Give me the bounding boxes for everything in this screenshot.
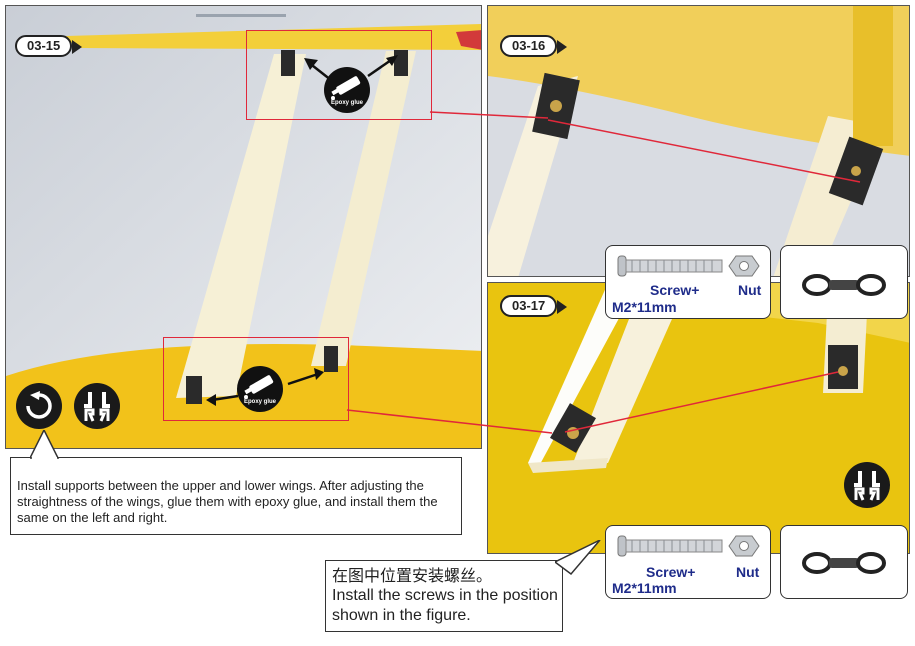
screw-size-label: M2*11mm	[612, 299, 677, 315]
hardware-box-swivel	[780, 525, 908, 599]
step-label-03-17: 03-17	[500, 295, 568, 317]
swivel-connector-icon	[802, 274, 886, 296]
instruction-callout-main: Install supports between the upper and l…	[10, 457, 462, 535]
step-label-03-15: 03-15	[15, 35, 83, 57]
screw-label: Screw+	[650, 282, 700, 298]
rotate-icon	[16, 383, 62, 429]
epoxy-glue-icon: Epoxy glue	[237, 366, 283, 412]
hardware-box-screw-nut: Screw+ Nut M2*11mm	[605, 245, 771, 319]
epoxy-glue-icon: Epoxy glue	[324, 67, 370, 113]
highlight-box-lower-fittings	[163, 337, 349, 421]
hardware-box-screw-nut: Screw+ Nut M2*11mm	[605, 525, 771, 599]
left-right-mirror-icon	[74, 383, 120, 429]
strut-closeup-photo	[488, 6, 909, 276]
highlight-box-upper-fittings	[246, 30, 432, 120]
glue-label-bottom: Epoxy glue	[243, 399, 276, 405]
step-label-03-16: 03-16	[500, 35, 568, 57]
instruction-callout-screws: 在图中位置安装螺丝。 Install the screws in the pos…	[325, 560, 563, 632]
screw-icon	[617, 255, 760, 277]
glue-tube-icon	[331, 76, 361, 100]
swivel-connector-icon	[802, 552, 886, 574]
instruction-text-en: Install the screws in the position shown…	[332, 587, 558, 624]
screw-size-label: M2*11mm	[612, 580, 677, 596]
screw-label: Screw+	[646, 564, 696, 580]
glue-label-top: Epoxy glue	[330, 100, 363, 106]
glue-tube-icon	[244, 375, 274, 399]
lower-strut-closeup-photo	[488, 283, 909, 553]
callout-pointer	[555, 540, 601, 576]
screw-icon	[617, 535, 760, 557]
instruction-text-cn: 在图中位置安装螺丝。	[332, 566, 493, 585]
hardware-box-swivel	[780, 245, 908, 319]
photo-panel-03-17	[487, 282, 910, 554]
nut-label: Nut	[736, 564, 760, 580]
left-right-mirror-icon	[844, 462, 890, 508]
nut-label: Nut	[738, 282, 762, 298]
instruction-text: Install supports between the upper and l…	[17, 478, 438, 525]
callout-pointer	[30, 430, 60, 460]
